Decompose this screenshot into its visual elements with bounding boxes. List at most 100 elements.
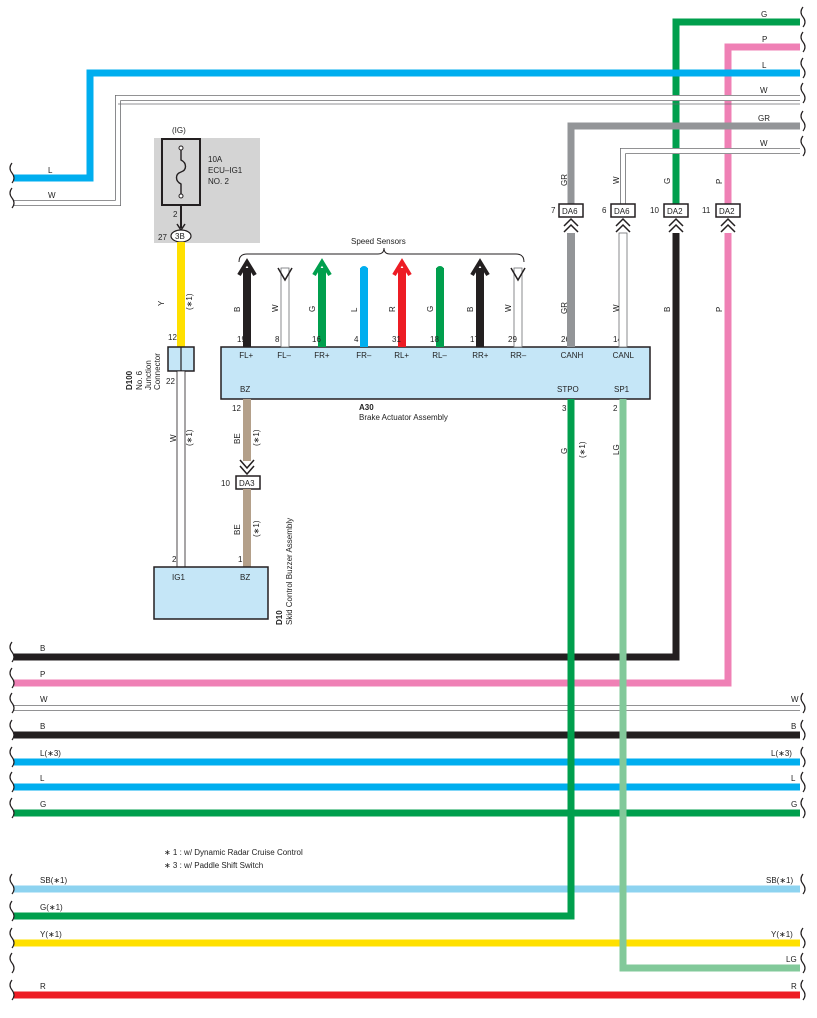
da6-canl-name: DA6 xyxy=(614,207,630,216)
break-mark xyxy=(800,82,806,104)
da6-canh-pin: 7 xyxy=(551,206,556,215)
a30-terminal-stpo: STPO xyxy=(557,385,579,394)
sensor-wire-label-0: B xyxy=(233,307,242,312)
wire-be-a30-da3 xyxy=(243,399,251,461)
a30-terminal-bz: BZ xyxy=(240,385,250,394)
wire-l-top xyxy=(14,69,800,182)
bottom-wire-right-label-10: LG xyxy=(786,955,797,964)
break-mark xyxy=(800,719,806,741)
a30-pin-FR–: 4 xyxy=(354,335,359,344)
wire-lg-sp1 xyxy=(619,399,800,972)
a30-name: Brake Actuator Assembly xyxy=(359,413,448,422)
break-mark xyxy=(800,797,806,819)
label-g-top: G xyxy=(663,178,672,184)
note-2: ∗ 3 : w/ Paddle Shift Switch xyxy=(164,861,263,870)
sensor-wire-6 xyxy=(476,268,484,347)
left-label-w: W xyxy=(48,191,56,200)
a30-pin-CANH: 26 xyxy=(561,335,570,344)
bottom-wire-left-label-9: Y(∗1) xyxy=(40,930,62,939)
a30-terminal-4: RL+ xyxy=(394,351,409,360)
bottom-wire-right-label-7: SB(∗1) xyxy=(766,876,793,885)
sensor-chevron-1 xyxy=(277,267,293,282)
fuse-name: ECU–IG1 xyxy=(208,166,243,175)
sensor-wire-label-4: R xyxy=(388,306,397,312)
break-mark xyxy=(9,746,15,768)
a30-pin-FL–: 8 xyxy=(275,335,280,344)
bottom-wire-left-label-3: B xyxy=(40,722,45,731)
bottom-wire-left-label-7: SB(∗1) xyxy=(40,876,67,885)
label-be2-note: (∗1) xyxy=(252,520,261,537)
sensor-wire-1 xyxy=(280,267,290,348)
da3-pin: 10 xyxy=(221,479,230,488)
break-mark xyxy=(9,667,15,689)
sensor-wire-label-7: W xyxy=(504,304,513,312)
da6-canl-arrow xyxy=(615,217,631,233)
da6-canl-pin: 6 xyxy=(602,206,607,215)
break-mark xyxy=(9,900,15,922)
d10-pin-ig1: 2 xyxy=(172,555,177,564)
wire-g-top xyxy=(672,18,800,205)
d100-name-line3: Connector xyxy=(153,353,162,390)
junction-pin: 27 xyxy=(158,233,167,242)
sensor-wire-7 xyxy=(513,267,523,348)
a30-terminal-9: CANL xyxy=(613,351,635,360)
a30-terminal-2: FR+ xyxy=(314,351,330,360)
label-gr-top: GR xyxy=(560,174,569,186)
break-mark xyxy=(9,719,15,741)
speed-sensors-bracket xyxy=(238,247,525,263)
a30-terminal-7: RR– xyxy=(510,351,527,360)
sensor-wire-label-5: G xyxy=(426,306,435,312)
wire-w-canl xyxy=(618,232,628,348)
break-mark xyxy=(9,641,15,663)
a30-pin-CANL: 14 xyxy=(613,335,622,344)
a30-pin-FL+: 19 xyxy=(237,335,246,344)
break-mark xyxy=(9,873,15,895)
break-mark xyxy=(800,771,806,793)
da2-p-pin: 11 xyxy=(702,206,711,215)
break-mark xyxy=(800,110,806,132)
da2-p-name: DA2 xyxy=(719,207,735,216)
wire-p-da2 xyxy=(14,233,732,687)
fuse-supply-label: (IG) xyxy=(172,126,186,135)
sensor-wire-3 xyxy=(360,268,368,347)
a30-pin-bz: 12 xyxy=(232,404,241,413)
speed-sensors-label: Speed Sensors xyxy=(351,237,406,246)
wire-g-stpo xyxy=(14,399,575,920)
a30-id: A30 xyxy=(359,403,374,412)
sensor-cap-3 xyxy=(360,266,368,274)
bottom-wire-right-label-6: G xyxy=(791,800,797,809)
a30-terminal-3: FR– xyxy=(356,351,372,360)
label-w-d100: W xyxy=(169,434,178,442)
bottom-wire-right-label-9: Y(∗1) xyxy=(771,930,793,939)
bottom-wire-right-label-11: R xyxy=(791,982,797,991)
break-mark xyxy=(800,692,806,714)
tr-label-g: G xyxy=(761,10,767,19)
bottom-wire-left-label-11: R xyxy=(40,982,46,991)
sensor-cap-5 xyxy=(436,266,444,274)
break-mark xyxy=(800,31,806,53)
a30-pin-sp1: 2 xyxy=(613,404,618,413)
label-w-mid: W xyxy=(612,304,621,312)
a30-terminal-sp1: SP1 xyxy=(614,385,630,394)
da6-canh-connector xyxy=(558,203,584,218)
fuse-area xyxy=(154,138,260,243)
break-mark xyxy=(9,927,15,949)
bottom-wire-left-label-0: B xyxy=(40,644,45,653)
tr-label-w1: W xyxy=(760,86,768,95)
da6-canh-name: DA6 xyxy=(562,207,578,216)
break-mark xyxy=(9,979,15,1001)
bottom-wire-left-label-2: W xyxy=(40,695,48,704)
break-mark xyxy=(9,797,15,819)
break-mark xyxy=(9,692,15,714)
break-mark xyxy=(9,162,15,184)
bottom-wire-left-label-4: L(∗3) xyxy=(40,749,61,758)
label-w-d100-note: (∗1) xyxy=(185,429,194,446)
d10-pin-bz: 1 xyxy=(238,555,243,564)
a30-terminal-0: FL+ xyxy=(239,351,253,360)
label-y: Y xyxy=(157,300,166,306)
sensor-wire-0 xyxy=(243,268,251,347)
left-label-l: L xyxy=(48,166,53,175)
note-1: ∗ 1 : w/ Dynamic Radar Cruise Control xyxy=(164,848,303,857)
a30-pin-stpo: 3 xyxy=(562,404,567,413)
